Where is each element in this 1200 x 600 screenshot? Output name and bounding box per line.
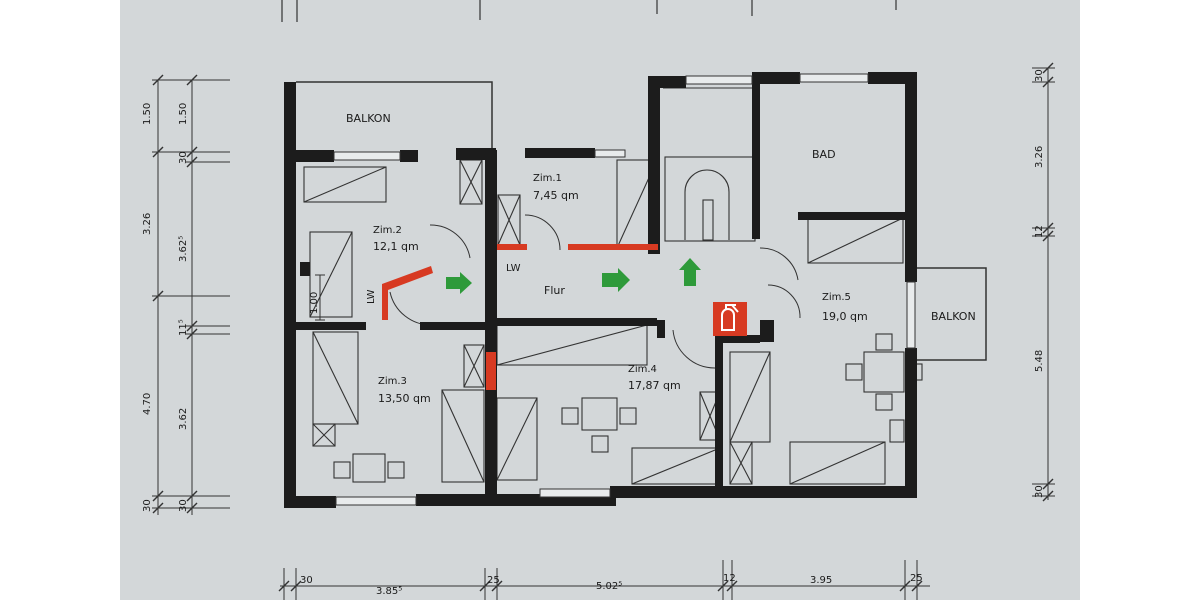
floor-plan: BALKON BAD Flur LW LW BALKON Zim.1 7,45 … — [142, 0, 1055, 600]
dimension-labels-bottom: 30 3.85⁵ 25 5.02⁵ 12 3.95 25 — [300, 573, 923, 597]
door-swings — [389, 214, 801, 369]
dim-left-outer-2: 3.26 — [142, 213, 153, 235]
wall-nib-left — [300, 262, 310, 276]
label-lw-left: LW — [366, 289, 377, 304]
label-bad: BAD — [812, 148, 836, 161]
dim-left-outer-1: 1.50 — [142, 103, 153, 125]
red-wall-zim2 — [382, 266, 433, 320]
arrow-up — [679, 258, 701, 286]
dimension-labels-left: 1.50 3.26 4.70 30 1.50 30 3.62⁵ 11⁵ 3.62… — [142, 103, 320, 512]
red-wall-zim1-left — [497, 244, 527, 250]
wall-column — [760, 320, 774, 342]
dimension-lines-bottom — [280, 560, 930, 600]
dim-wall-100: 1.00 — [309, 292, 320, 314]
dimension-labels-right: 30 3.26 12 5.48 30 — [1034, 69, 1045, 498]
wall-top-f — [752, 72, 800, 84]
red-wall-zim1-right — [568, 244, 658, 250]
wall-zim3-top — [296, 322, 366, 330]
dim-right-4: 5.48 — [1034, 350, 1045, 372]
balcony-top-outline — [296, 81, 493, 150]
label-balkon-top: BALKON — [346, 112, 391, 125]
wall-zim4-stub — [657, 320, 665, 338]
windows — [333, 73, 916, 506]
label-zim4-area: 17,87 qm — [628, 379, 681, 392]
wall-interior-vertical — [485, 150, 497, 494]
dim-bottom-5: 12 — [723, 573, 736, 584]
dim-right-1: 30 — [1034, 69, 1045, 82]
dim-left-outer-4: 30 — [142, 499, 153, 512]
wall-top-d — [525, 148, 595, 158]
dim-left-inner-2: 30 — [178, 151, 189, 164]
dim-bottom-6: 3.95 — [810, 575, 832, 586]
wall-top-g — [868, 72, 908, 84]
wall-bath-left — [648, 76, 660, 254]
dim-bottom-1: 30 — [300, 575, 313, 586]
label-zim4-name: Zim.4 — [628, 364, 657, 375]
wall-hall-stub — [720, 335, 760, 343]
dimension-ticks-left — [152, 74, 198, 514]
dim-left-inner-4: 11⁵ — [178, 319, 189, 336]
dim-left-inner-5: 3.62 — [178, 408, 189, 430]
label-zim2-area: 12,1 qm — [373, 240, 419, 253]
walls — [284, 72, 917, 508]
red-wall-markers — [382, 244, 658, 390]
escape-arrows — [446, 258, 701, 294]
plan-paper: BALKON BAD Flur LW LW BALKON Zim.1 7,45 … — [120, 0, 1080, 600]
wall-zim5-top — [798, 212, 908, 220]
dim-bottom-2: 3.85⁵ — [376, 586, 402, 597]
dimension-ticks-bottom — [278, 580, 923, 592]
label-flur: Flur — [544, 284, 565, 297]
label-zim1-name: Zim.1 — [533, 173, 562, 184]
dim-left-inner-1: 1.50 — [178, 103, 189, 125]
dim-left-outer-3: 4.70 — [142, 393, 153, 415]
dim-right-5: 30 — [1034, 485, 1045, 498]
label-balkon-right: BALKON — [931, 310, 976, 323]
wall-zim4-top — [497, 318, 657, 326]
wall-right-upper — [905, 72, 917, 282]
dimension-ticks-right — [1042, 62, 1054, 502]
label-zim2-name: Zim.2 — [373, 225, 402, 236]
furniture — [303, 87, 923, 485]
dim-right-2: 3.26 — [1034, 146, 1045, 168]
room-labels: BALKON BAD Flur LW LW BALKON Zim.1 7,45 … — [346, 112, 976, 405]
wall-left — [284, 82, 296, 508]
wall-top-a — [296, 150, 334, 162]
dim-left-inner-6: 30 — [178, 499, 189, 512]
wall-zim4-right — [715, 335, 723, 493]
fire-extinguisher-icon — [713, 302, 747, 336]
dimension-lines-right — [1032, 67, 1055, 500]
wall-bottom-a — [296, 496, 336, 508]
dim-bottom-3: 25 — [487, 575, 500, 586]
arrow-right-1 — [446, 272, 472, 294]
label-zim5-area: 19,0 qm — [822, 310, 868, 323]
dim-bottom-7: 25 — [910, 573, 923, 584]
dimension-lines-left — [152, 79, 325, 515]
label-zim3-area: 13,50 qm — [378, 392, 431, 405]
wall-right-lower — [905, 348, 917, 496]
arrow-right-2 — [602, 268, 630, 292]
label-lw-mid: LW — [506, 263, 521, 274]
wall-zim3-top-b — [420, 322, 487, 330]
wall-bath-divider — [752, 84, 760, 239]
label-zim3-name: Zim.3 — [378, 376, 407, 387]
label-zim1-area: 7,45 qm — [533, 189, 579, 202]
label-zim5-name: Zim.5 — [822, 292, 851, 303]
wall-top-e — [648, 76, 686, 88]
dim-bottom-4: 5.02⁵ — [596, 581, 622, 592]
red-wall-zim3 — [486, 352, 496, 390]
dim-left-inner-3: 3.62⁵ — [178, 236, 189, 262]
wall-top-b — [400, 150, 418, 162]
dim-right-3: 12 — [1034, 225, 1045, 238]
sheet-edge-lines — [281, 0, 897, 22]
wall-bottom-c — [610, 486, 917, 498]
